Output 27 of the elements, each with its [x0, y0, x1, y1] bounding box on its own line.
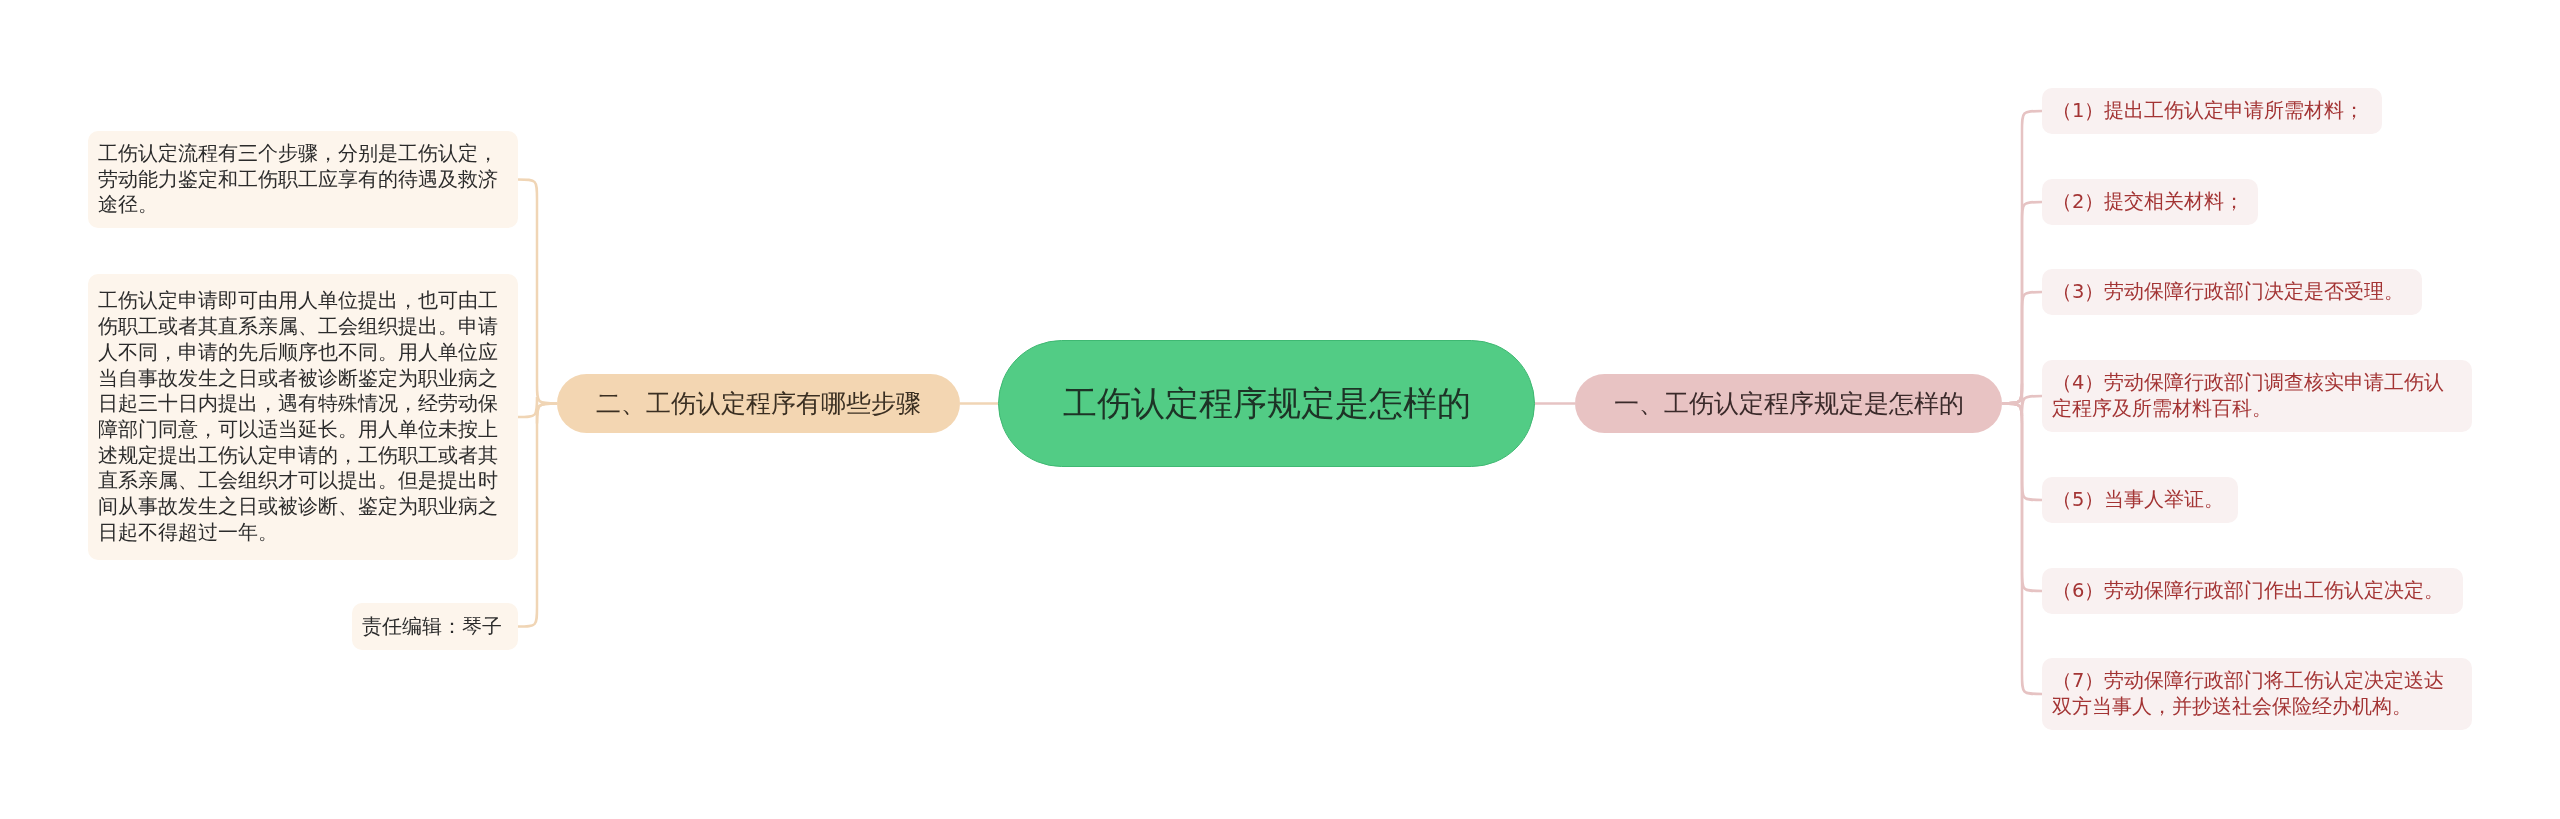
node-text: 工伤认定程序规定是怎样的 — [1062, 382, 1471, 426]
connector-line — [1535, 402, 1575, 405]
leaf-box — [88, 274, 518, 560]
connector-line — [2002, 402, 2042, 696]
leaf-box — [2042, 477, 2238, 523]
node-text: 工伤认定流程有三个步骤，分别是工伤认定，劳动能力鉴定和工伤职工应享有的待遇及救济途径。 — [98, 140, 499, 219]
leaf-box — [2042, 179, 2258, 225]
leaf-box — [2042, 568, 2463, 614]
leaf-box — [88, 131, 518, 228]
leaf-box — [2042, 360, 2472, 432]
node-text: （1）提出工伤认定申请所需材料； — [2052, 98, 2365, 124]
connector-line — [960, 402, 998, 405]
node-text: （3）劳动保障行政部门决定是否受理。 — [2052, 279, 2405, 305]
node-text: （2）提交相关材料； — [2052, 189, 2245, 215]
leaf-box — [2042, 658, 2472, 730]
node-text: 工伤认定申请即可由用人单位提出，也可由工伤职工或者其直系亲属、工会组织提出。申请人不同，申请的先后顺序也不同。用人单位应当自事故发生之日或者被诊断鉴定为职业病之日起三十日内提出，遇有特殊情况，经劳动保障部门同意，可以适当延长。用人单位未按上述规定提出工伤认定申请的，工伤职工或者其直系亲属、工会组织才可以提出。但是提出时间从事故发生之日或被诊断、鉴定为职业病之日起不得超过一年。 — [98, 288, 499, 546]
leaf-box — [352, 603, 518, 650]
node-text: （5）当事人举证。 — [2052, 487, 2225, 513]
node-text: 责任编辑：琴子 — [362, 613, 502, 640]
connector-line — [518, 402, 557, 628]
leaf-box — [2042, 269, 2422, 315]
leaf-box — [2042, 88, 2382, 134]
node-text: 一、工伤认定程序规定是怎样的 — [1613, 388, 1964, 420]
node-text: （6）劳动保障行政部门作出工伤认定决定。 — [2052, 578, 2445, 604]
node-text: （7）劳动保障行政部门将工伤认定决定送达双方当事人，并抄送社会保险经办机构。 — [2052, 668, 2446, 720]
node-text: 二、工伤认定程序有哪些步骤 — [596, 388, 921, 420]
node-text: （4）劳动保障行政部门调查核实申请工伤认定程序及所需材料百科。 — [2052, 370, 2446, 422]
